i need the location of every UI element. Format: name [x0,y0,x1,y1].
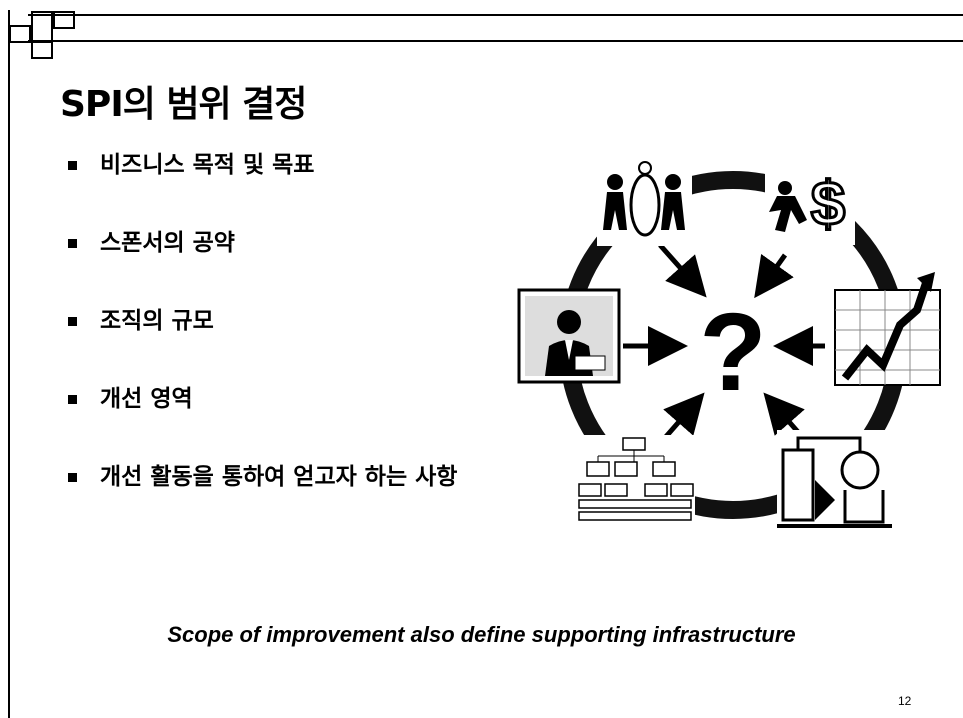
bullet-text: 개선 활동을 통하여 얻고자 하는 사항 [100,464,458,490]
bullet-square-icon [68,395,77,404]
arrow-top-left [658,243,707,298]
corner-ornament-icon [9,11,75,59]
arrow-top-right [754,253,794,299]
bullet-text: 조직의 규모 [100,308,214,334]
slide-caption: Scope of improvement also define support… [167,622,796,647]
manager-portrait-icon [517,288,621,384]
bullet-item: 스폰서의 공약 [62,226,457,304]
question-mark-icon: ? [699,291,766,414]
bullet-item: 개선 영역 [62,382,457,460]
frame-left-border [8,10,10,718]
top-rule-lower [28,40,963,42]
people-handshake-icon [597,158,692,246]
page-title: SPI의 범위 결정 [60,84,307,125]
org-chart-icon [575,435,695,530]
growth-chart-icon [834,272,941,386]
bullet-text: 스폰서의 공약 [100,230,235,256]
bullet-square-icon [68,317,77,326]
bullet-item: 개선 활동을 통하여 얻고자 하는 사항 [62,460,457,538]
bullet-square-icon [68,161,77,170]
bullet-text: 개선 영역 [100,386,193,412]
scope-diagram: ? $ [517,155,941,530]
top-rule [28,14,963,16]
svg-text:$: $ [811,170,845,239]
bullet-square-icon [68,239,77,248]
page-number: 12 [898,694,912,708]
lab-equipment-icon [777,430,892,530]
bullet-list: 비즈니스 목적 및 목표 스폰서의 공약 조직의 규모 개선 영역 개선 활동을… [62,148,457,538]
bullet-item: 비즈니스 목적 및 목표 [62,148,457,226]
bullet-item: 조직의 규모 [62,304,457,382]
bullet-text: 비즈니스 목적 및 목표 [100,152,315,178]
arrow-bottom-left [661,392,705,442]
bullet-square-icon [68,473,77,482]
dollar-runner-icon: $ [765,155,855,245]
